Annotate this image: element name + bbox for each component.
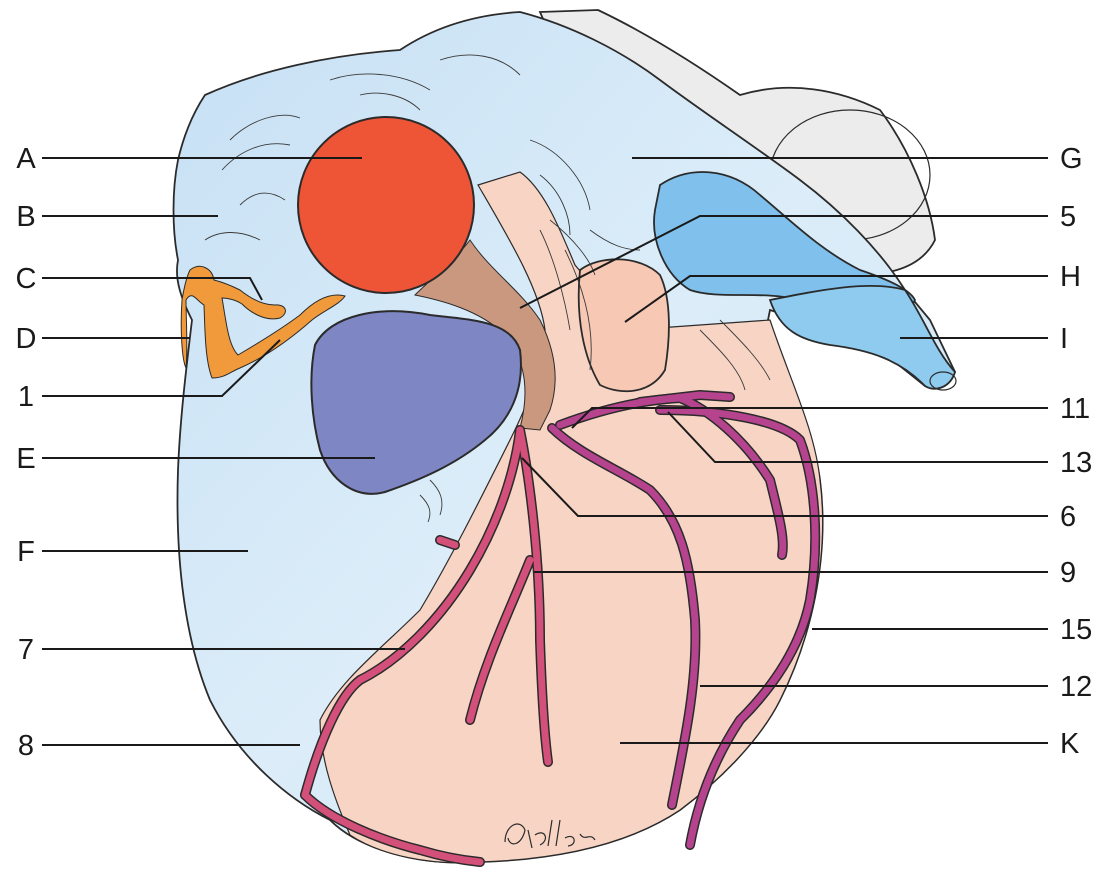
label-11: 11 [1060,393,1090,425]
label-7: 7 [18,634,34,666]
label-A: A [16,143,36,175]
label-H: H [1060,261,1081,293]
label-9: 9 [1060,557,1076,589]
left-auricle [579,259,669,391]
label-C: C [16,263,37,295]
label-I: I [1060,323,1068,355]
label-15: 15 [1060,614,1092,646]
label-5: 5 [1060,201,1076,233]
label-13: 13 [1060,447,1092,479]
left-labels: A B C D 1 E F 7 8 [16,143,37,762]
label-E: E [16,443,35,475]
aorta [298,117,474,293]
right-labels: G 5 H I 11 13 6 9 15 12 K [1060,143,1092,760]
label-1: 1 [18,381,34,413]
label-D: D [16,323,37,355]
label-F: F [17,536,35,568]
label-B: B [16,201,35,233]
label-6: 6 [1060,501,1076,533]
label-G: G [1060,143,1083,175]
label-8: 8 [18,730,34,762]
label-K: K [1060,728,1080,760]
label-12: 12 [1060,671,1092,703]
